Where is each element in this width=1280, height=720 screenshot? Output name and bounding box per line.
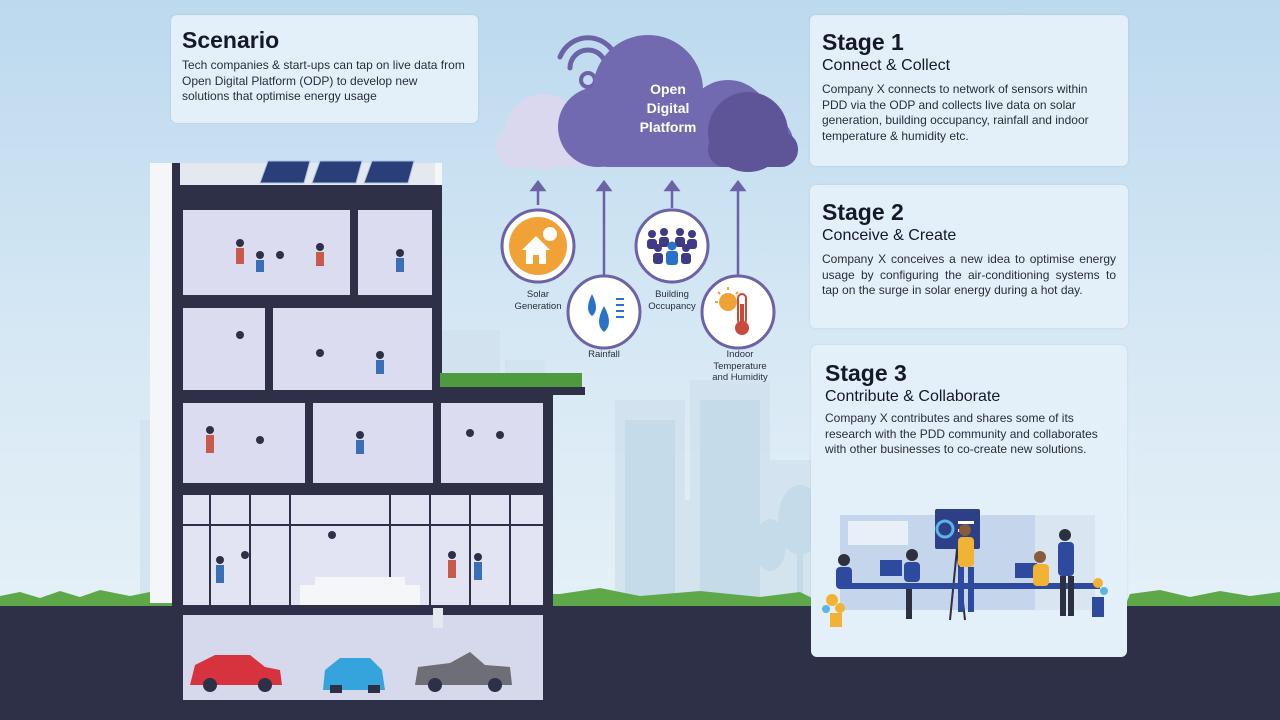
solar-label-line1: Solar (526, 289, 550, 300)
scenario-text: Tech companies & start-ups can tap on li… (182, 58, 465, 103)
rainfall-label-line1: Rainfall (588, 349, 620, 360)
building-occupancy-label: Building Occupancy (638, 289, 706, 312)
stage-2-title: Stage 2 (822, 199, 904, 225)
temperature-label-line2: Temperature (713, 360, 767, 372)
solar-generation-label: Solar Generation (506, 289, 570, 312)
occupancy-label-line1: Building (655, 289, 689, 300)
cloud-label-line1: Open (650, 81, 686, 97)
solar-generation-node (500, 208, 576, 284)
stage-3-title: Stage 3 (825, 360, 907, 386)
stage-2-card: Stage 2 Conceive & Create Company X conc… (810, 185, 1128, 328)
rain-drops-icon (588, 294, 624, 332)
scenario-card: Scenario Tech companies & start-ups can … (171, 15, 478, 123)
cloud-label-line3: Platform (639, 119, 697, 135)
stage-1-title: Stage 1 (822, 29, 904, 55)
temperature-label-line3: and Humidity (712, 372, 768, 383)
cloud-label-line2: Digital (646, 100, 690, 116)
stage-3-subtitle: Contribute & Collaborate (825, 388, 1001, 405)
building-occupancy-node (634, 208, 710, 284)
stage-1-card: Stage 1 Connect & Collect Company X conn… (810, 15, 1128, 166)
stage-1-text: Company X connects to network of sensors… (822, 82, 1089, 143)
collaboration-illustration (822, 509, 1108, 627)
stage-1-subtitle: Connect & Collect (822, 57, 951, 74)
occupancy-label-line2: Occupancy (648, 300, 696, 312)
rainfall-label: Rainfall (572, 349, 636, 361)
rainfall-node (566, 274, 642, 350)
stage-2-subtitle: Conceive & Create (822, 227, 957, 244)
temperature-label: Indoor Temperature and Humidity (700, 349, 780, 384)
solar-label-line2: Generation (514, 300, 562, 312)
solar-panels (259, 160, 415, 184)
people-group-icon (647, 228, 697, 265)
scenario-title: Scenario (182, 27, 280, 53)
temperature-node (700, 274, 776, 350)
temperature-label-line1: Indoor (726, 349, 754, 360)
cloud-label: Open Digital Platform (620, 80, 716, 137)
stage-2-text: Company X conceives a new idea to optimi… (822, 252, 1116, 297)
parked-cars (190, 652, 512, 693)
cloud-graphic (496, 35, 798, 172)
solar-house-icon (522, 227, 557, 264)
building-illustration (150, 160, 585, 705)
thermometer-sun-icon (715, 287, 749, 335)
stage-3-text: Company X contributes and shares some of… (825, 411, 1098, 456)
